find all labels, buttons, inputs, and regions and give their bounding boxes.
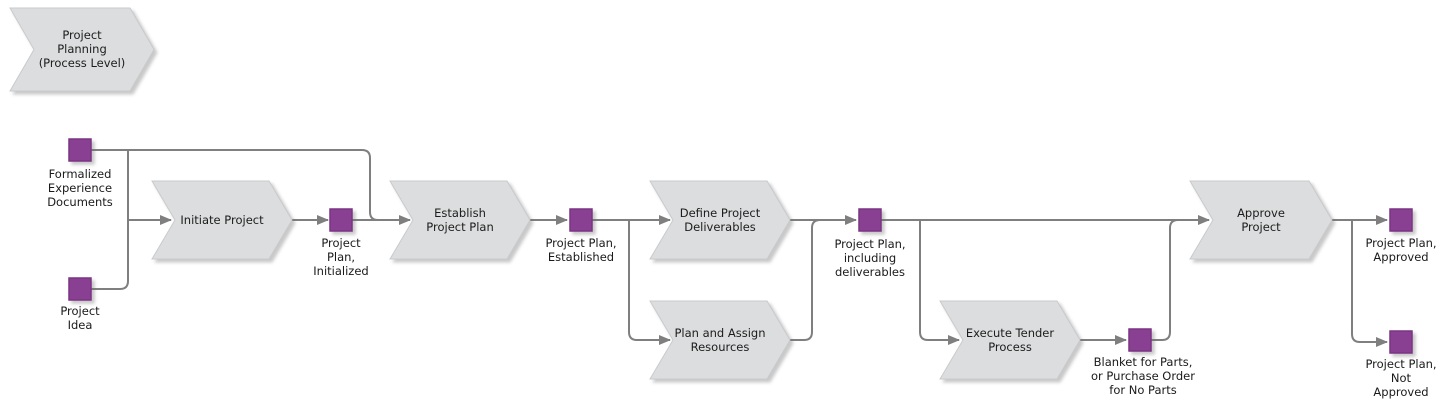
connector-blanket-up-join [1151, 219, 1179, 341]
process-shape-plan-and-assign-resources[interactable] [649, 300, 791, 380]
process-shape-approve-project[interactable] [1189, 180, 1333, 260]
data-node-project-plan-including-deliverables[interactable] [858, 208, 882, 232]
process-shape-execute-tender-process[interactable] [939, 300, 1081, 380]
connector-branch-to-execute-tender [919, 220, 960, 345]
process-shape-project-planning[interactable] [9, 7, 155, 92]
process-label-initiate-project: Initiate Project [180, 213, 264, 227]
connector-branch-to-plan-assign [628, 220, 671, 345]
connector-bus-vertical [90, 150, 129, 290]
process-shape-define-project-deliverables[interactable] [649, 180, 791, 260]
data-node-project-plan-initialized[interactable] [329, 208, 353, 232]
process-shapes [9, 7, 1333, 380]
process-label-define-project-deliverables: Define Project Deliverables [679, 206, 761, 234]
data-label-project-plan-not-approved: Project Plan, Not Approved [1365, 357, 1437, 399]
connector-plan-assign-up-join [790, 219, 821, 341]
process-shape-establish-project-plan[interactable] [389, 180, 531, 260]
process-label-project-planning: Project Planning (Process Level) [38, 28, 126, 70]
data-label-project-plan-established: Project Plan, Established [545, 236, 617, 264]
process-label-plan-and-assign-resources: Plan and Assign Resources [674, 326, 766, 354]
data-node-project-plan-approved[interactable] [1389, 208, 1413, 232]
process-label-establish-project-plan: Establish Project Plan [426, 206, 494, 234]
data-node-project-idea[interactable] [68, 277, 92, 301]
connector-approve-to-not-approved [1351, 220, 1388, 347]
data-node-project-plan-established[interactable] [569, 208, 593, 232]
data-label-project-plan-including-deliverables: Project Plan, including deliverables [834, 237, 906, 279]
data-label-project-plan-approved: Project Plan, Approved [1365, 236, 1437, 264]
process-label-approve-project: Approve Project [1237, 206, 1285, 234]
data-object-nodes [68, 138, 1413, 354]
process-label-execute-tender-process: Execute Tender Process [965, 326, 1055, 354]
data-label-blanket-for-parts: Blanket for Parts, or Purchase Order for… [1091, 355, 1195, 397]
data-label-project-plan-initialized: Project Plan, Initialized [313, 236, 369, 278]
connectors [90, 149, 1388, 347]
process-shape-initiate-project[interactable] [151, 180, 293, 260]
data-node-blanket-for-parts[interactable] [1128, 328, 1152, 352]
data-node-project-plan-not-approved[interactable] [1389, 330, 1413, 354]
data-node-formalized-experience-documents[interactable] [68, 138, 92, 162]
data-label-project-idea: Project Idea [60, 304, 100, 332]
data-label-formalized-experience-documents: Formalized Experience Documents [47, 167, 113, 209]
